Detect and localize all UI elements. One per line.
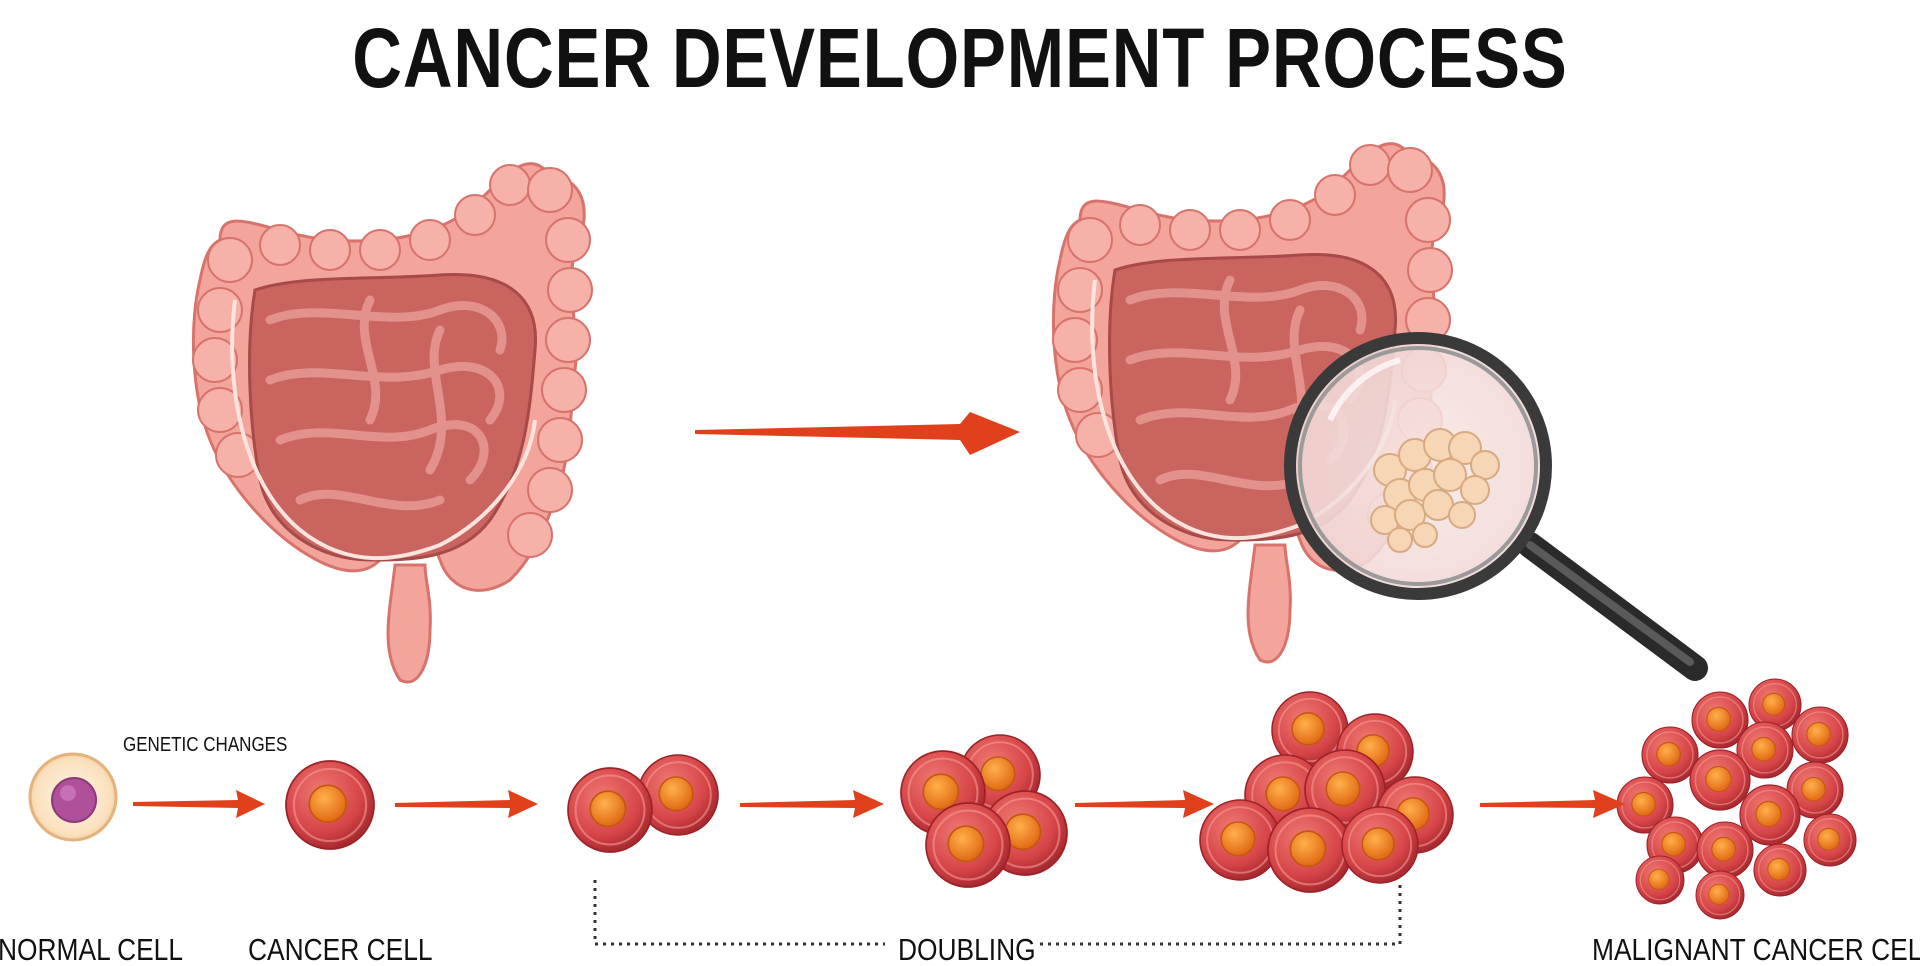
label-malignant-cancer-cells: MALIGNANT CANCER CELLS bbox=[1592, 934, 1920, 965]
label-cancer-cell: CANCER CELL bbox=[248, 934, 433, 965]
arrow-icon bbox=[395, 790, 538, 818]
arrow-icon bbox=[740, 790, 884, 818]
label-doubling: DOUBLING bbox=[898, 934, 1036, 965]
arrow-icon bbox=[1480, 790, 1625, 818]
big-arrow-icon bbox=[695, 412, 1020, 455]
malignant-cells-icon bbox=[1617, 679, 1856, 919]
four-cells-icon bbox=[901, 735, 1067, 887]
arrow-icon bbox=[133, 790, 265, 818]
label-normal-cell: NORMAL CELL bbox=[0, 934, 183, 965]
normal-cell-icon bbox=[30, 754, 116, 840]
eight-cells-icon bbox=[1200, 692, 1453, 892]
healthy-intestine-icon bbox=[193, 164, 592, 682]
label-genetic-changes: GENETIC CHANGES bbox=[123, 735, 287, 755]
two-cells-icon bbox=[568, 755, 718, 852]
magnifying-glass-icon bbox=[1290, 338, 1695, 668]
cancer-cell-icon bbox=[286, 761, 374, 849]
arrow-icon bbox=[1075, 790, 1214, 818]
